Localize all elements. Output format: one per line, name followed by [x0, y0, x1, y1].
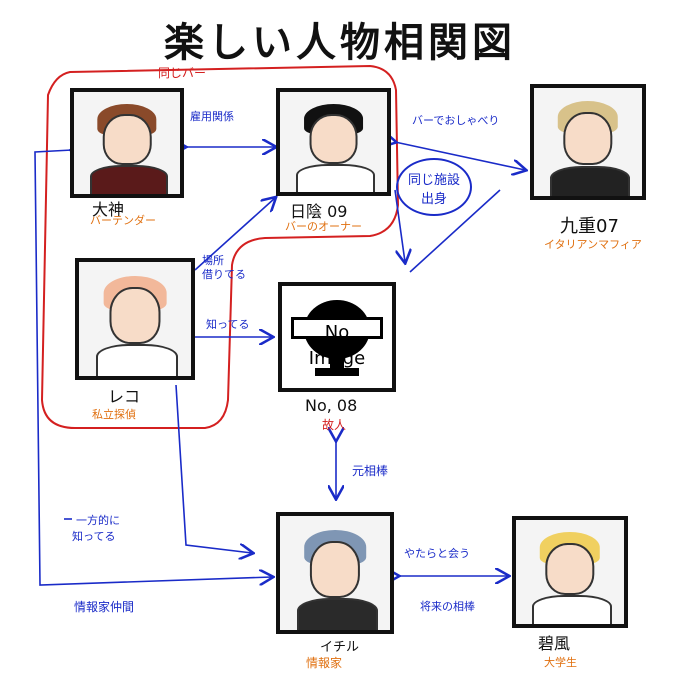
rel-jouhou: 情報家仲間 — [74, 600, 135, 614]
name-hikage: 日陰 09 — [290, 202, 348, 221]
name-oogami: 大神 — [92, 200, 125, 219]
rel-koyou: 雇用関係 — [190, 110, 234, 123]
rel-basho-1: 場所 — [202, 254, 224, 267]
arrow-reko-ichiru — [175, 384, 252, 553]
portrait-hikage — [276, 88, 391, 196]
role-hekifuu: 大学生 — [544, 656, 577, 669]
rel-yatara: やたらと会う — [404, 547, 470, 560]
arrow-hikage-kokonoe — [395, 142, 525, 170]
arrow-oogami-ichiru — [34, 150, 272, 586]
portrait-kokonoe — [530, 84, 646, 200]
name-reko: レコ — [108, 387, 141, 406]
rel-ippouteki-2: 知ってる — [72, 530, 116, 543]
portrait-ichiru — [276, 512, 394, 634]
rel-same-facility-bubble: 同じ施設 出身 — [396, 158, 472, 216]
no-image-label: No Image — [290, 316, 384, 369]
portrait-no08: No Image — [278, 282, 396, 392]
rel-shourai: 将来の相棒 — [420, 600, 475, 613]
name-kokonoe: 九重07 — [560, 216, 619, 237]
rel-shitteru: 知ってる — [206, 318, 250, 331]
same-bar-label: 同じバー — [158, 66, 207, 80]
name-no08: No, 08 — [305, 396, 358, 415]
name-ichiru: イチル — [320, 640, 360, 655]
role-kokonoe: イタリアンマフィア — [544, 238, 642, 251]
rel-same-facility-2: 出身 — [420, 192, 447, 207]
rel-same-facility-1: 同じ施設 — [407, 173, 460, 188]
rel-basho-2: 借りてる — [202, 268, 246, 281]
arrow-kokonoe-down — [409, 189, 501, 273]
portrait-oogami — [70, 88, 184, 198]
role-reko: 私立探偵 — [92, 408, 136, 421]
arrow-hikage-down — [394, 189, 405, 262]
rel-moto-aibou: 元相棒 — [352, 464, 389, 478]
role-no08: 故人 — [322, 418, 347, 432]
role-ichiru: 情報家 — [306, 656, 343, 670]
name-hekifuu: 碧風 — [538, 634, 571, 653]
portrait-reko — [75, 258, 195, 380]
role-oogami: バーテンダー — [90, 214, 156, 227]
portrait-hekifuu — [512, 516, 628, 628]
rel-bar-de: バーでおしゃべり — [412, 114, 500, 127]
chart-title: 楽しい人物相関図 — [164, 20, 516, 66]
rel-ippouteki-1: 一方的に — [76, 514, 120, 527]
role-hikage: バーのオーナー — [285, 220, 362, 233]
